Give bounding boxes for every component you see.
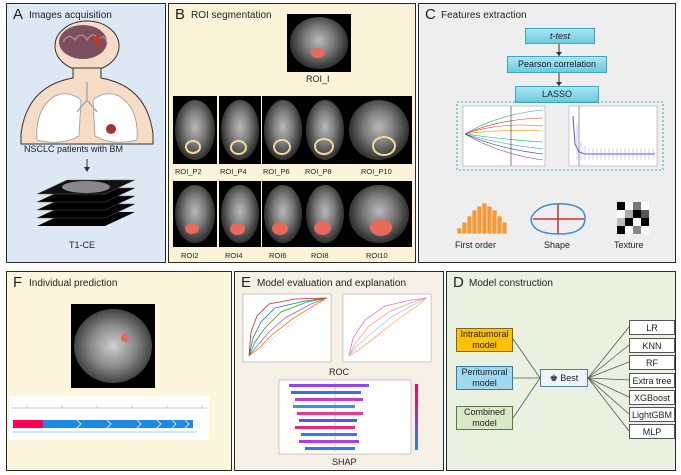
algo-xgboost: XGBoost: [629, 390, 675, 405]
roi-label: ROI2: [181, 251, 199, 260]
patient-mri: [71, 304, 155, 388]
panel-letter-c: C: [425, 6, 436, 23]
algo-rf: RF: [629, 355, 675, 370]
mri-roi4: [219, 181, 261, 247]
best-label: Best: [560, 373, 579, 383]
mri-roi-p6: [262, 96, 304, 164]
mri-roi2: [173, 181, 217, 247]
roi-i-label: ROI_I: [306, 74, 330, 84]
algo-mlp: MLP: [629, 424, 675, 439]
panel-roi-segmentation: B ROI segmentation ROI_I ROI_P2 ROI_P4 R…: [168, 3, 416, 263]
mri-roi-p10: [346, 96, 412, 164]
modality-label: T1-CE: [69, 240, 96, 250]
roi-label: ROI10: [366, 251, 388, 260]
roi-label: ROI6: [269, 251, 287, 260]
pearson-box: Pearson correlation: [507, 56, 607, 73]
algo-lr: LR: [629, 320, 675, 335]
panel-model-evaluation: E Model evaluation and explanation: [234, 271, 444, 471]
panel-title-a: Images acquisition: [29, 10, 112, 21]
panel-title-f: Individual prediction: [29, 278, 118, 289]
panel-title-b: ROI segmentation: [191, 10, 272, 21]
panel-letter-a: A: [13, 6, 24, 23]
best-model-box: ♚ Best: [540, 369, 588, 387]
roi-label: ROI_P4: [220, 167, 247, 176]
roi-label: ROI_P10: [361, 167, 392, 176]
algo-knn: KNN: [629, 338, 675, 353]
feature-texture: Texture: [614, 240, 644, 250]
roi-label: ROI8: [311, 251, 329, 260]
peritumoral-model-box: Peritumoral model: [456, 366, 513, 390]
force-plot: [9, 396, 209, 440]
panel-letter-e: E: [241, 274, 252, 291]
feature-first-order: First order: [455, 240, 497, 250]
panel-title-d: Model construction: [469, 278, 553, 289]
feature-plots: [456, 44, 664, 235]
roc-shap-plots: [242, 293, 432, 455]
panel-title-e: Model evaluation and explanation: [257, 278, 406, 289]
panel-images-acquisition: A Images acquisition NSCLC patients with…: [6, 3, 166, 263]
panel-title-c: Features extraction: [441, 10, 527, 21]
algo-extra-tree: Extra tree: [629, 373, 675, 388]
panel-letter-f: F: [13, 274, 23, 291]
panel-letter-b: B: [175, 6, 186, 23]
mri-roi10: [346, 181, 412, 247]
roi-label: ROI_P2: [175, 167, 202, 176]
body-illustration: [20, 20, 154, 226]
mri-roi6: [262, 181, 304, 247]
mri-roi-p2: [173, 96, 217, 164]
combined-model-box: Combined model: [456, 406, 513, 430]
algo-lightgbm: LightGBM: [629, 407, 675, 422]
t-test-box: t-test: [525, 28, 595, 44]
mri-roi-i: [287, 14, 351, 72]
roi-label: ROI4: [225, 251, 243, 260]
feature-shape: Shape: [544, 240, 571, 250]
trophy-icon: ♚: [549, 373, 558, 383]
patients-label: NSCLC patients with BM: [24, 144, 124, 154]
mri-roi-p8: [304, 96, 346, 164]
panel-features-extraction: C Features extraction t-test Pearson cor…: [418, 3, 676, 263]
intratumoral-model-box: Intratumoral model: [456, 328, 513, 352]
panel-individual-prediction: F Individual prediction: [6, 271, 232, 471]
mri-roi8: [304, 181, 346, 247]
roi-label: ROI_P6: [263, 167, 290, 176]
panel-letter-d: D: [453, 274, 464, 291]
mri-roi-p4: [219, 96, 261, 164]
roi-label: ROI_P8: [305, 167, 332, 176]
roc-label: ROC: [329, 367, 349, 377]
shap-label: SHAP: [332, 457, 357, 467]
